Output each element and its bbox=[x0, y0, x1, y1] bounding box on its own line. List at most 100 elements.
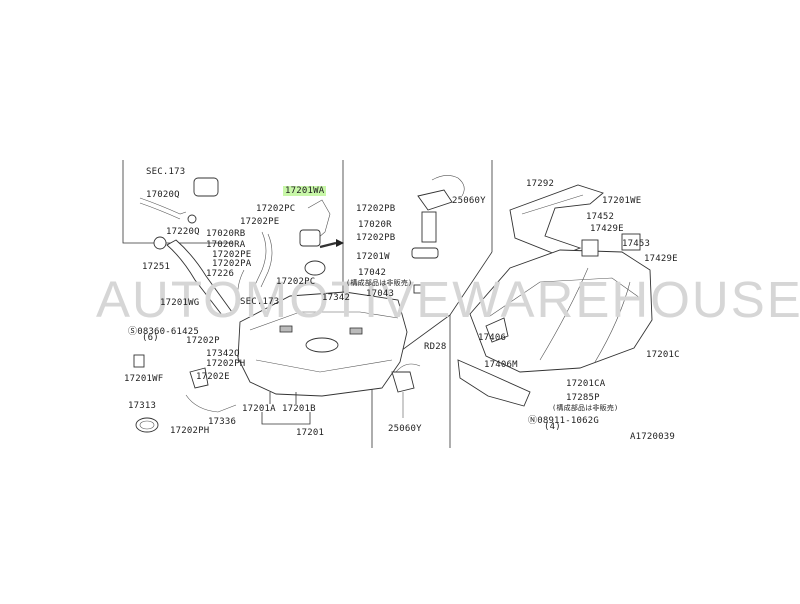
figure-id: A1720039 bbox=[630, 432, 675, 442]
label-17429e-b[interactable]: 17429E bbox=[644, 254, 678, 264]
filler-neck-top bbox=[193, 177, 219, 197]
breather-hose-b bbox=[260, 233, 273, 288]
strap-left bbox=[539, 267, 589, 361]
label-08360-number: 08360-61425 bbox=[137, 327, 200, 337]
gasket-17313 bbox=[135, 417, 159, 433]
sender-wire bbox=[307, 199, 331, 239]
label-17201[interactable]: 17201 bbox=[296, 428, 325, 438]
label-17201a[interactable]: 17201A bbox=[242, 404, 276, 414]
label-17202pa[interactable]: 17202PA bbox=[212, 259, 252, 269]
bracket-17453 bbox=[621, 233, 641, 251]
bracket-17452 bbox=[581, 239, 599, 257]
label-17342q[interactable]: 17342Q bbox=[206, 349, 240, 359]
label-17452[interactable]: 17452 bbox=[586, 212, 615, 222]
rd28-tank-edge bbox=[489, 277, 641, 317]
group-arrow-head bbox=[336, 239, 344, 247]
label-17020r[interactable]: 17020R bbox=[358, 220, 392, 230]
fuel-tank-port bbox=[305, 337, 339, 353]
label-17406m[interactable]: 17406M bbox=[484, 360, 518, 370]
label-08911-number: 08911-1062G bbox=[537, 416, 600, 426]
filler-hose bbox=[139, 197, 187, 215]
sender-unit bbox=[299, 229, 321, 247]
strap-right bbox=[594, 281, 631, 363]
label-17201w[interactable]: 17201W bbox=[356, 252, 390, 262]
section-divider-4 bbox=[449, 251, 493, 316]
pump-wire bbox=[431, 175, 465, 197]
label-17201ca[interactable]: 17201CA bbox=[566, 379, 606, 389]
label-17201wf[interactable]: 17201WF bbox=[124, 374, 164, 384]
breather-hose-a bbox=[254, 231, 267, 286]
gasket-17313-inner bbox=[139, 420, 155, 430]
label-17406[interactable]: 17406 bbox=[478, 333, 507, 343]
label-25060y-b[interactable]: 25060Y bbox=[388, 424, 422, 434]
label-17202pc-a[interactable]: 17202PC bbox=[256, 204, 296, 214]
sender-gasket bbox=[304, 260, 326, 276]
label-08360-qty: (6) bbox=[142, 333, 159, 343]
label-sec173-top[interactable]: SEC.173 bbox=[146, 167, 186, 177]
label-17202pb-a[interactable]: 17202PB bbox=[356, 204, 396, 214]
hose-17336 bbox=[185, 394, 237, 413]
label-sec173-mid[interactable]: SEC.173 bbox=[240, 297, 280, 307]
label-17251[interactable]: 17251 bbox=[142, 262, 171, 272]
highlight-17201wa: 17201WA bbox=[283, 186, 327, 196]
rd28-wire bbox=[395, 363, 421, 373]
label-17201b[interactable]: 17201B bbox=[282, 404, 316, 414]
label-17342[interactable]: 17342 bbox=[322, 293, 351, 303]
protector-17406 bbox=[485, 317, 509, 343]
heat-shield bbox=[509, 184, 604, 257]
filler-pipe bbox=[166, 239, 233, 316]
tank-bracket-a bbox=[279, 325, 293, 333]
label-17226[interactable]: 17226 bbox=[206, 269, 235, 279]
filler-clamp bbox=[187, 214, 197, 224]
label-17042[interactable]: 17042 bbox=[358, 268, 387, 278]
fuel-tank-ridge bbox=[255, 359, 393, 373]
label-17336[interactable]: 17336 bbox=[208, 417, 237, 427]
label-08360-61425[interactable]: Ⓢ08360-61425 bbox=[128, 327, 200, 337]
pump-filter bbox=[413, 284, 425, 294]
label-17202p[interactable]: 17202P bbox=[186, 336, 220, 346]
label-17202ph-b[interactable]: 17202PH bbox=[170, 426, 210, 436]
label-25060y-a[interactable]: 25060Y bbox=[452, 196, 486, 206]
label-08911-qty: (4) bbox=[544, 422, 561, 432]
bracket-17202e bbox=[189, 367, 209, 389]
note-not-sold-a: (構成部品は非販売) bbox=[346, 279, 413, 287]
label-08911-1062g[interactable]: Ⓝ08911-1062G bbox=[528, 416, 600, 426]
label-17201we[interactable]: 17201WE bbox=[602, 196, 642, 206]
label-17202pe-b[interactable]: 17202PE bbox=[212, 250, 252, 260]
label-17202pb-b[interactable]: 17202PB bbox=[356, 233, 396, 243]
heat-shield-rib bbox=[521, 194, 584, 215]
label-17453[interactable]: 17453 bbox=[622, 239, 651, 249]
label-17202ph-a[interactable]: 17202PH bbox=[206, 359, 246, 369]
section-border-topleft bbox=[122, 160, 233, 244]
label-17220q[interactable]: 17220Q bbox=[166, 227, 200, 237]
leader-17201 bbox=[261, 412, 311, 425]
note-not-sold-b: (構成部品は非販売) bbox=[552, 404, 619, 412]
label-17201c[interactable]: 17201C bbox=[646, 350, 680, 360]
label-rd28[interactable]: RD28 bbox=[424, 342, 447, 352]
label-17201wg[interactable]: 17201WG bbox=[160, 298, 200, 308]
rd28-sender bbox=[391, 371, 415, 393]
protector-17285p bbox=[457, 359, 531, 407]
label-17313[interactable]: 17313 bbox=[128, 401, 157, 411]
label-17020q[interactable]: 17020Q bbox=[146, 190, 180, 200]
filler-hose-2 bbox=[139, 202, 181, 220]
label-17429e-a[interactable]: 17429E bbox=[590, 224, 624, 234]
label-17202pe-a[interactable]: 17202PE bbox=[240, 217, 280, 227]
label-17020rb[interactable]: 17020RB bbox=[206, 229, 246, 239]
label-17285p[interactable]: 17285P bbox=[566, 393, 600, 403]
fuel-tank-top-edge bbox=[249, 311, 399, 331]
pump-body bbox=[421, 211, 437, 243]
label-17043[interactable]: 17043 bbox=[366, 289, 395, 299]
label-17202pc-b[interactable]: 17202PC bbox=[276, 277, 316, 287]
group-arrow bbox=[319, 241, 337, 249]
fuel-pump bbox=[411, 247, 439, 259]
label-17201wa[interactable]: 17201WA bbox=[283, 186, 327, 196]
label-17020ra[interactable]: 17020RA bbox=[206, 240, 246, 250]
tank-bracket-b bbox=[349, 327, 363, 335]
drain-clip bbox=[133, 354, 145, 368]
label-17292[interactable]: 17292 bbox=[526, 179, 555, 189]
filler-cap bbox=[153, 236, 167, 250]
label-17202e[interactable]: 17202E bbox=[196, 372, 230, 382]
